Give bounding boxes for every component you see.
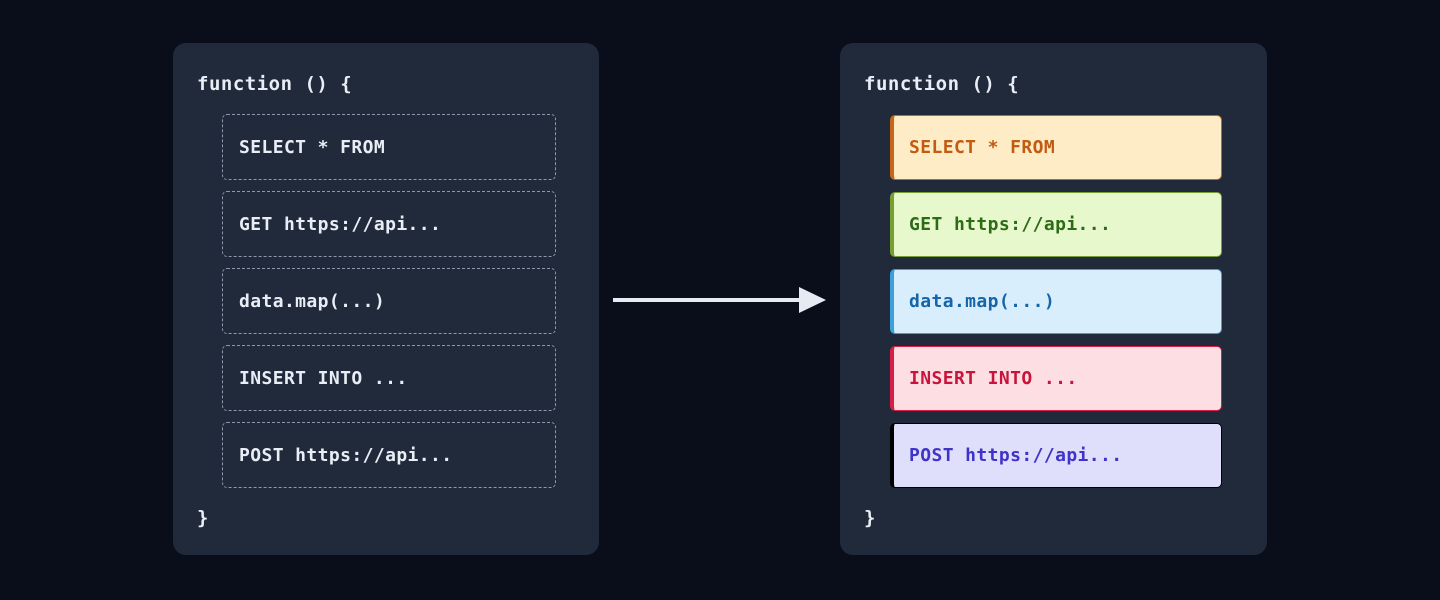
after-code-close: } (864, 507, 876, 529)
highlighted-list-item-sql-select[interactable]: SELECT * FROM (890, 115, 1222, 180)
highlighted-list-item-js-transform[interactable]: data.map(...) (890, 269, 1222, 334)
before-row-label: data.map(...) (239, 290, 386, 312)
list-item[interactable]: GET https://api... (222, 191, 556, 257)
after-code-open: function () { (864, 73, 1020, 95)
after-row-label: data.map(...) (909, 291, 1056, 312)
before-row-label: SELECT * FROM (239, 136, 386, 158)
before-row-label: INSERT INTO ... (239, 367, 408, 389)
after-row-label: SELECT * FROM (909, 137, 1056, 158)
after-row-list: SELECT * FROM GET https://api... data.ma… (890, 115, 1222, 500)
list-item[interactable]: INSERT INTO ... (222, 345, 556, 411)
before-code-close: } (197, 507, 209, 529)
before-row-label: GET https://api... (239, 213, 442, 235)
highlighted-list-item-http-post[interactable]: POST https://api... (890, 423, 1222, 488)
arrow-right-icon (613, 287, 826, 313)
list-item[interactable]: POST https://api... (222, 422, 556, 488)
list-item[interactable]: data.map(...) (222, 268, 556, 334)
after-row-label: POST https://api... (909, 445, 1123, 466)
after-panel: function () { SELECT * FROM GET https://… (840, 43, 1267, 555)
transform-arrow (613, 283, 827, 317)
list-item[interactable]: SELECT * FROM (222, 114, 556, 180)
highlighted-list-item-sql-insert[interactable]: INSERT INTO ... (890, 346, 1222, 411)
after-row-label: INSERT INTO ... (909, 368, 1078, 389)
after-row-label: GET https://api... (909, 214, 1112, 235)
before-code-open: function () { (197, 73, 353, 95)
before-row-label: POST https://api... (239, 444, 453, 466)
before-row-list: SELECT * FROM GET https://api... data.ma… (222, 114, 556, 499)
highlighted-list-item-http-get[interactable]: GET https://api... (890, 192, 1222, 257)
before-panel: function () { SELECT * FROM GET https://… (173, 43, 599, 555)
